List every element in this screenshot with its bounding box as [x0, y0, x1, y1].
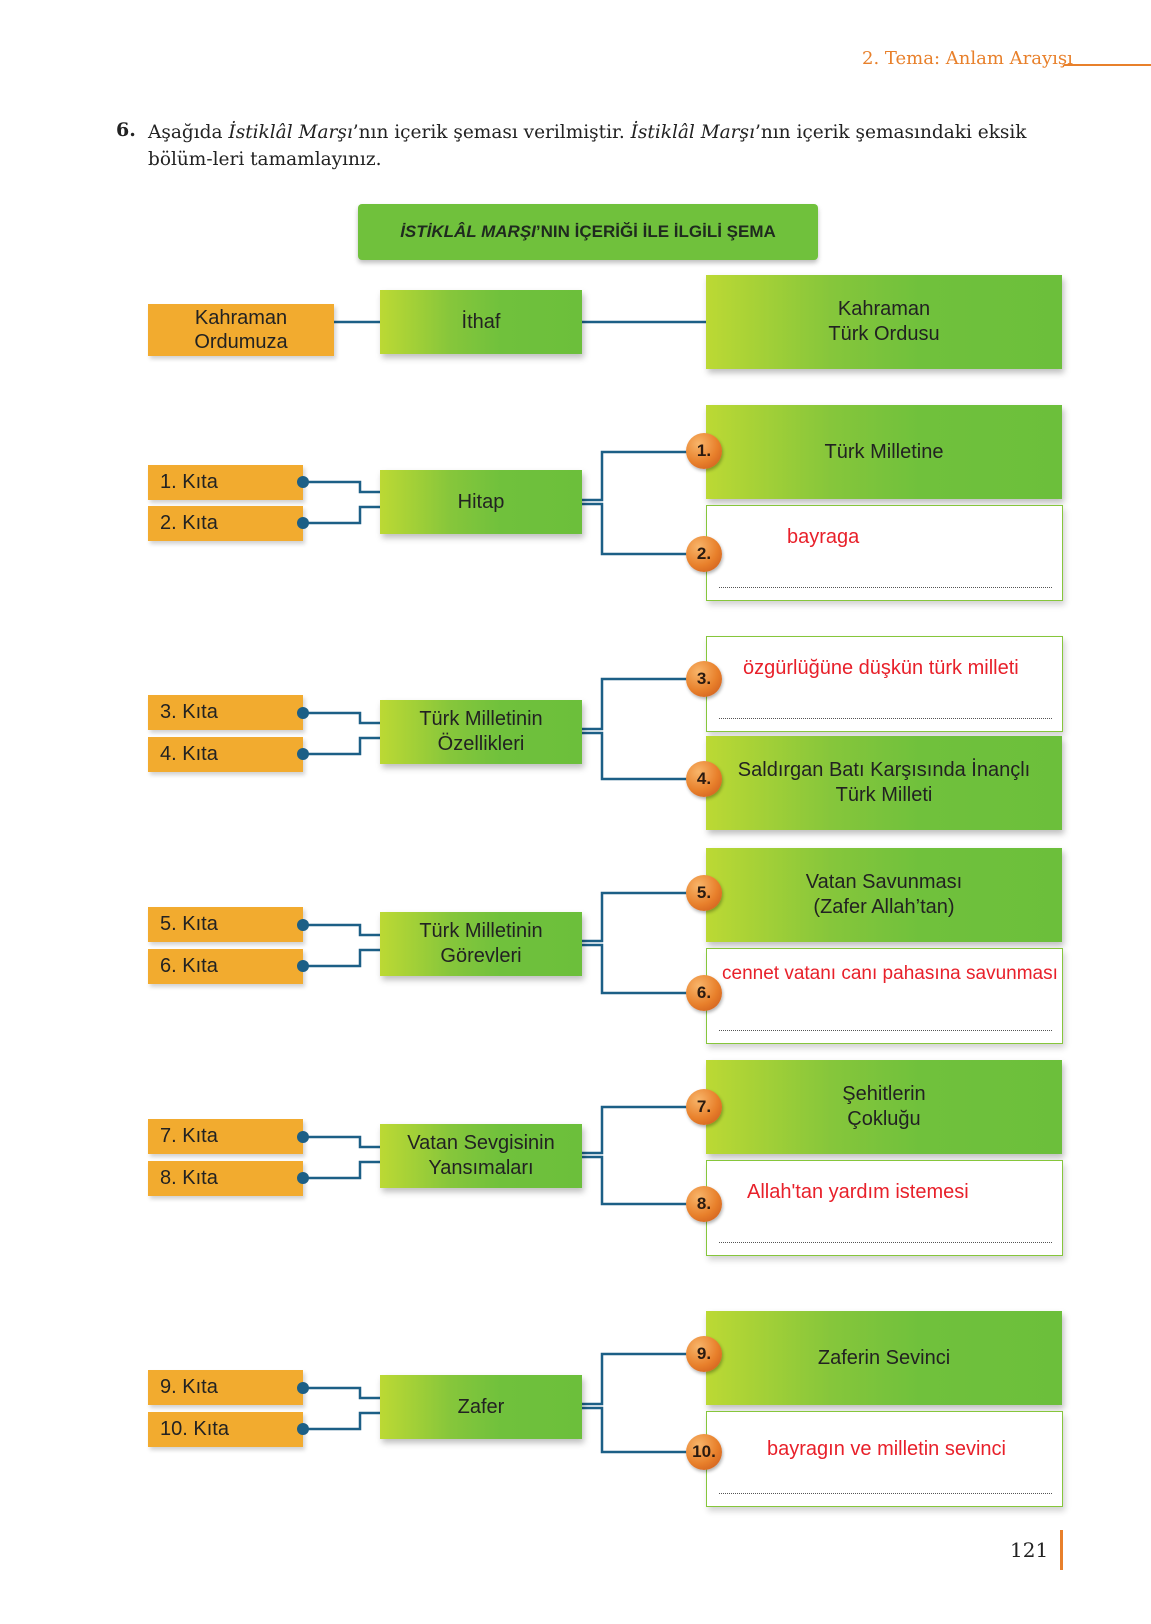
stanza-box: 9. Kıta: [148, 1370, 303, 1405]
answer-dotted-line: [719, 1493, 1052, 1494]
handwritten-answer: özgürlüğüne düşkün türk milleti: [743, 657, 1019, 679]
connector-dot: [297, 919, 309, 931]
ithaf-center-box: İthaf: [380, 290, 582, 354]
connector-dot: [297, 1382, 309, 1394]
stanza-box: 2. Kıta: [148, 506, 303, 541]
item-number-badge: 7.: [686, 1089, 722, 1125]
item-number-badge: 4.: [686, 761, 722, 797]
content-box-filled: Zaferin Sevinci: [706, 1311, 1062, 1405]
page-number: 121: [1010, 1538, 1049, 1562]
connector-dot: [297, 1131, 309, 1143]
stanza-box: 6. Kıta: [148, 949, 303, 984]
handwritten-answer: Allah'tan yardım istemesi: [747, 1181, 969, 1203]
stanza-box: 4. Kıta: [148, 737, 303, 772]
group-center-box: Türk Milletinin Özellikleri: [380, 700, 582, 764]
content-box-answer: bayraga: [706, 505, 1063, 601]
content-box-answer: özgürlüğüne düşkün türk milleti: [706, 636, 1063, 732]
page-number-bar: [1060, 1530, 1063, 1570]
content-box-answer: cennet vatanı canı pahasına savunması: [706, 948, 1063, 1044]
item-number-badge: 3.: [686, 661, 722, 697]
item-number-badge: 6.: [686, 975, 722, 1011]
group-center-box: Vatan Sevgisinin Yansımaları: [380, 1124, 582, 1188]
connector-dot: [297, 1423, 309, 1435]
handwritten-answer: cennet vatanı canı pahasına savunması: [722, 963, 1058, 984]
connector-dot: [297, 960, 309, 972]
stanza-box: 8. Kıta: [148, 1161, 303, 1196]
ithaf-right-box: Kahraman Türk Ordusu: [706, 275, 1062, 369]
group-center-box: Türk Milletinin Görevleri: [380, 912, 582, 976]
stanza-box: 7. Kıta: [148, 1119, 303, 1154]
handwritten-answer: bayragın ve milletin sevinci: [767, 1438, 1006, 1460]
connector-dot: [297, 707, 309, 719]
answer-dotted-line: [719, 587, 1052, 588]
item-number-badge: 9.: [686, 1336, 722, 1372]
connector-dot: [297, 1172, 309, 1184]
content-box-filled: Türk Milletine: [706, 405, 1062, 499]
item-number-badge: 2.: [686, 536, 722, 572]
connector-dot: [297, 476, 309, 488]
group-center-box: Zafer: [380, 1375, 582, 1439]
item-number-badge: 1.: [686, 433, 722, 469]
theme-header: 2. Tema: Anlam Arayışı: [862, 48, 1073, 69]
content-box-filled: Saldırgan Batı Karşısında İnançlı Türk M…: [706, 736, 1062, 830]
item-number-badge: 10.: [686, 1434, 722, 1470]
stanza-box: 1. Kıta: [148, 465, 303, 500]
diagram-title: İSTİKLÂL MARŞI’NIN İÇERİĞİ İLE İLGİLİ ŞE…: [358, 204, 818, 260]
item-number-badge: 5.: [686, 875, 722, 911]
content-box-answer: Allah'tan yardım istemesi: [706, 1160, 1063, 1256]
content-box-filled: Vatan Savunması (Zafer Allah’tan): [706, 848, 1062, 942]
content-box-answer: bayragın ve milletin sevinci: [706, 1411, 1063, 1507]
group-center-box: Hitap: [380, 470, 582, 534]
stanza-box: 10. Kıta: [148, 1412, 303, 1447]
connector-dot: [297, 517, 309, 529]
handwritten-answer: bayraga: [787, 526, 860, 548]
answer-dotted-line: [719, 1030, 1052, 1031]
ithaf-left-box: Kahraman Ordumuza: [148, 304, 334, 356]
question-text: Aşağıda İstiklâl Marşı’nın içerik şeması…: [148, 122, 1027, 170]
item-number-badge: 8.: [686, 1186, 722, 1222]
question-number: 6.: [116, 119, 136, 141]
content-box-filled: Şehitlerin Çokluğu: [706, 1060, 1062, 1154]
stanza-box: 5. Kıta: [148, 907, 303, 942]
answer-dotted-line: [719, 1242, 1052, 1243]
connector-dot: [297, 748, 309, 760]
answer-dotted-line: [719, 718, 1052, 719]
stanza-box: 3. Kıta: [148, 695, 303, 730]
header-rule: [1064, 64, 1151, 66]
